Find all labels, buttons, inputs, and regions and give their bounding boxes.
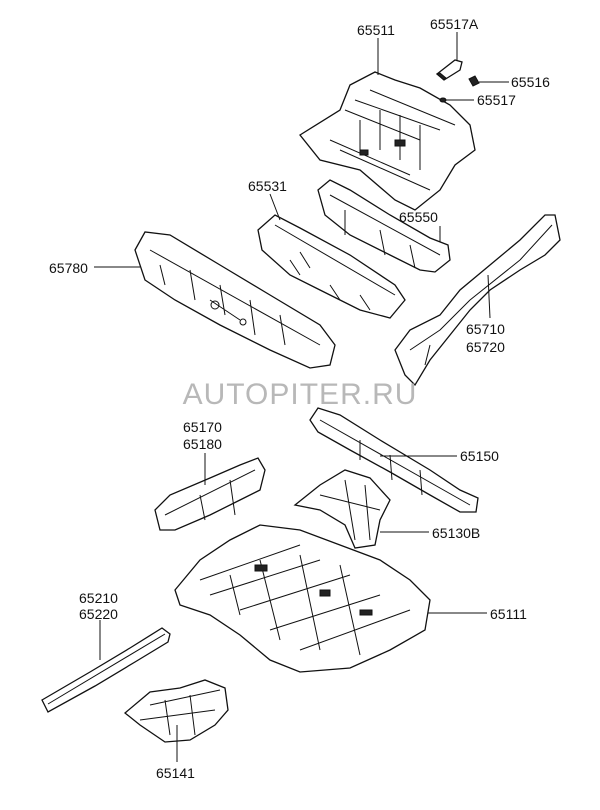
label-65516: 65516 — [511, 74, 550, 90]
part-65170-reinforcement[interactable] — [154, 457, 266, 531]
label-65180: 65180 — [183, 436, 222, 452]
part-65130B-bracket[interactable] — [293, 469, 391, 549]
label-65780: 65780 — [49, 260, 88, 276]
label-65531: 65531 — [248, 178, 287, 194]
label-65517: 65517 — [477, 92, 516, 108]
label-65550: 65550 — [399, 209, 438, 225]
label-65517A: 65517A — [430, 16, 479, 32]
label-65141: 65141 — [156, 765, 195, 781]
label-65720: 65720 — [466, 339, 505, 355]
part-65111-front-floor[interactable] — [174, 524, 431, 673]
label-65130B: 65130B — [432, 525, 481, 541]
part-65780-panel[interactable] — [134, 231, 336, 369]
label-65220: 65220 — [79, 606, 118, 622]
part-65710-rail[interactable] — [394, 214, 561, 387]
label-65710: 65710 — [466, 321, 505, 337]
part-65516-nut[interactable] — [468, 75, 480, 87]
part-65511-rear-floor[interactable] — [299, 71, 476, 211]
part-65150-crossmember[interactable] — [309, 407, 479, 513]
part-65550-crossmember[interactable] — [317, 179, 451, 273]
part-65531-crossmember[interactable] — [257, 214, 406, 319]
label-65170: 65170 — [183, 419, 222, 435]
label-65210: 65210 — [79, 590, 118, 606]
part-65210-sill[interactable] — [41, 627, 171, 713]
part-65141-panel[interactable] — [123, 679, 229, 743]
label-65111: 65111 — [490, 606, 527, 622]
label-65511: 65511 — [357, 22, 395, 38]
label-65150: 65150 — [460, 448, 499, 464]
part-65517A-bracket[interactable] — [435, 59, 463, 81]
part-65517-clip[interactable] — [439, 97, 447, 103]
watermark: AUTOPITER.RU — [182, 378, 418, 411]
leader-lines — [94, 32, 509, 762]
